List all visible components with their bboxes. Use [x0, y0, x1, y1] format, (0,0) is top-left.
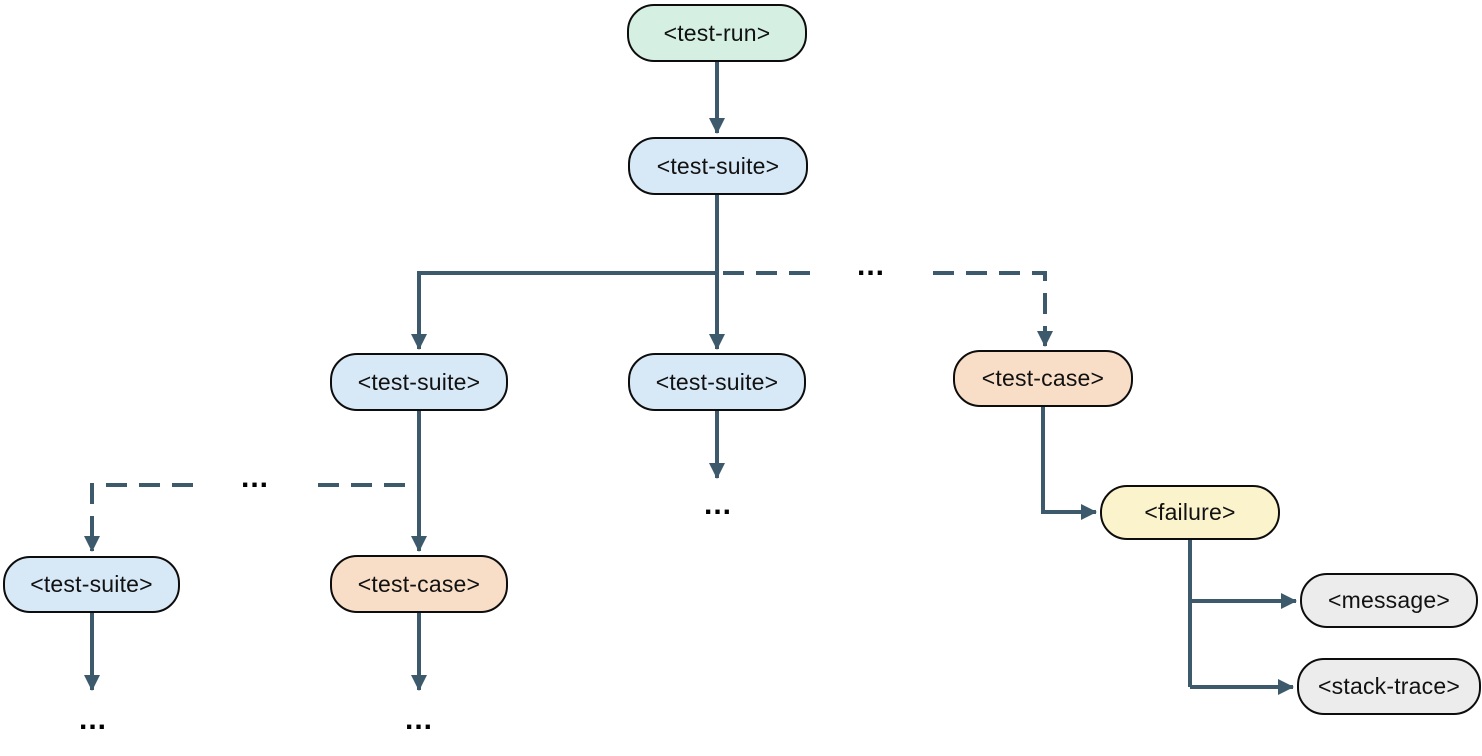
- ellipsis-under-far-left-suite: ...: [78, 703, 107, 736]
- ellipsis-branch-right: ...: [856, 249, 885, 282]
- node-test-suite-root: <test-suite>: [628, 137, 808, 195]
- node-test-suite-child-a: <test-suite>: [330, 353, 508, 411]
- dashed-branch-to-test-case-right: [933, 271, 1053, 347]
- connector-branch-to-left-suite: [411, 271, 717, 350]
- node-stack-trace: <stack-trace>: [1297, 658, 1481, 715]
- node-failure: <failure>: [1100, 485, 1280, 540]
- node-test-suite-far-left: <test-suite>: [3, 556, 180, 613]
- ellipsis-branch-left: ...: [240, 461, 269, 494]
- node-test-case-mid: <test-case>: [330, 555, 508, 613]
- ellipsis-under-suite-mid: ...: [703, 488, 732, 521]
- node-test-suite-child-b: <test-suite>: [628, 353, 806, 411]
- connector-case-to-failure: [1041, 407, 1097, 520]
- node-message: <message>: [1300, 573, 1478, 628]
- ellipsis-under-test-case-mid: ...: [404, 703, 433, 736]
- dashed-branch-to-far-left-suite: [84, 483, 193, 552]
- node-test-run: <test-run>: [627, 4, 807, 62]
- node-test-case-right: <test-case>: [953, 350, 1133, 407]
